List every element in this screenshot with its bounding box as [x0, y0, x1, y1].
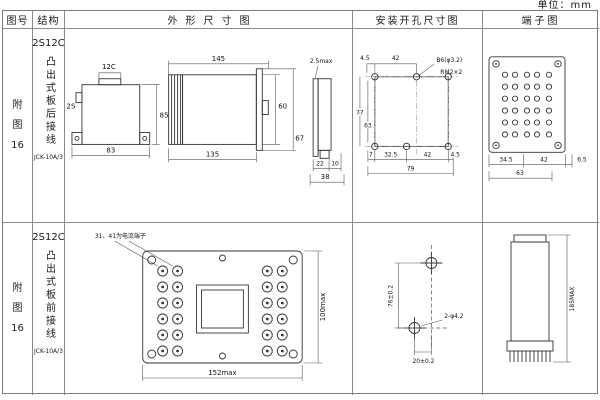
- header-mounting: 安装开孔尺寸图: [353, 11, 483, 29]
- row2-mounting-drawing: 76±0.2 2-φ4.2 20±0.2: [387, 245, 464, 366]
- hole-spec-label: B6(φ3.2): [436, 57, 462, 64]
- dim-plate-width: 152max: [208, 369, 236, 377]
- dim-front-side-tab: 2S: [67, 103, 76, 111]
- dim-side-body-height: 60: [278, 103, 287, 111]
- dim-end-depth2: 10: [331, 160, 339, 167]
- dim-mount-left-outer: 77: [356, 110, 364, 117]
- dim-hole-vertical-span: 76±0.2: [388, 285, 395, 307]
- header-fig-no-label: 图号: [6, 16, 29, 27]
- row1-terminal-drawing: 34.5 42 6.5 63: [488, 56, 588, 182]
- row1-product-code: JCK-10A/3: [33, 154, 63, 161]
- row1-fig-no: 附 图 16: [3, 29, 33, 223]
- hole-diameter-label: 2-φ4.2: [444, 313, 464, 320]
- dim-mount-b4: 4.5: [450, 151, 460, 158]
- row1-mounting-cell: 4.5 42 B6(φ3.2) RM2×2 77 63 7 32.5 42 4.…: [353, 29, 483, 223]
- dim-term-overall: 63: [516, 170, 524, 177]
- row1-structure-type: 凸出式板后接线: [43, 56, 55, 147]
- dim-term-seg2: 42: [540, 156, 548, 163]
- current-terminal-note: 31、41为电流端子: [95, 232, 146, 240]
- dim-mount-b2: 32.5: [384, 151, 397, 158]
- header-terminal: 端子图: [483, 11, 599, 29]
- row2-mounting-cell: 76±0.2 2-φ4.2 20±0.2: [353, 223, 483, 395]
- dim-mount-top-span: 42: [392, 55, 400, 62]
- dim-side-overall-height: 67: [295, 134, 304, 142]
- row2-terminal-cell: 185MAX: [483, 223, 599, 395]
- dim-front-height: 85: [160, 112, 169, 120]
- row2-structure-type: 凸出式板前接线: [43, 250, 55, 341]
- row2-model: 2S12C: [33, 232, 65, 243]
- dim-mount-top-offset: 4.5: [360, 55, 370, 62]
- dim-side-overall-length: 145: [212, 55, 225, 63]
- header-structure-label: 结构: [37, 16, 60, 27]
- row1-outline-cell: 12C 2S 83 85 145 135: [65, 29, 353, 223]
- row1-outline-drawing: 12C 2S 83 85 145 135: [67, 55, 345, 186]
- dim-end-width: 38: [321, 173, 330, 181]
- dim-term-seg3: 6.5: [577, 156, 587, 163]
- row2-fig-no: 附 图 16: [3, 223, 33, 395]
- row2-terminal-drawing: 185MAX: [506, 234, 577, 363]
- unit-label: 单位：mm: [537, 0, 592, 11]
- row1-mounting-drawing: 4.5 42 B6(φ3.2) RM2×2 77 63 7 32.5 42 4.…: [355, 55, 462, 177]
- row1-structure: 2S12C 凸出式板后接线 JCK-10A/3: [33, 29, 65, 223]
- row2-structure: 2S12C 凸出式板前接线 JCK-10A/3: [33, 223, 65, 395]
- row2-outline-drawing: 31、41为电流端子 152max 100max: [95, 232, 327, 381]
- header-mounting-label: 安装开孔尺寸图: [375, 16, 460, 27]
- header-outline: 外形尺寸图: [65, 11, 353, 29]
- header-outline-label: 外形尺寸图: [167, 16, 258, 27]
- dimension-table: 图号 结构 外形尺寸图 安装开孔尺寸图 端子图 附 图 16 2S12C 凸出式…: [2, 10, 599, 395]
- dim-front-width: 83: [106, 146, 115, 154]
- dim-relay-height: 185MAX: [569, 287, 576, 312]
- dim-mount-overall: 79: [407, 165, 415, 172]
- dim-mount-left-inner: 63: [364, 122, 372, 129]
- row2-outline-cell: 31、41为电流端子 152max 100max: [65, 223, 353, 395]
- row1-terminal-cell: 34.5 42 6.5 63: [483, 29, 599, 223]
- row1-model: 2S12C: [33, 38, 65, 49]
- header-fig-no: 图号: [3, 11, 33, 29]
- dim-mount-b3: 42: [424, 151, 432, 158]
- row2-product-code: JCK-10A/3: [33, 348, 63, 355]
- dim-side-body-length: 135: [206, 150, 219, 158]
- dim-front-top-width: 12C: [102, 63, 116, 71]
- dim-panel-thickness: 2.5max: [310, 58, 333, 65]
- thread-spec-label: RM2×2: [440, 69, 462, 76]
- dim-term-seg1: 34.5: [499, 156, 513, 163]
- header-structure: 结构: [33, 11, 65, 29]
- dim-hole-horizontal-span: 20±0.2: [412, 358, 434, 365]
- header-terminal-label: 端子图: [521, 16, 561, 27]
- dim-plate-height: 100max: [319, 293, 327, 322]
- dim-end-depth1: 22: [316, 160, 324, 167]
- dim-mount-b1: 7: [369, 151, 373, 158]
